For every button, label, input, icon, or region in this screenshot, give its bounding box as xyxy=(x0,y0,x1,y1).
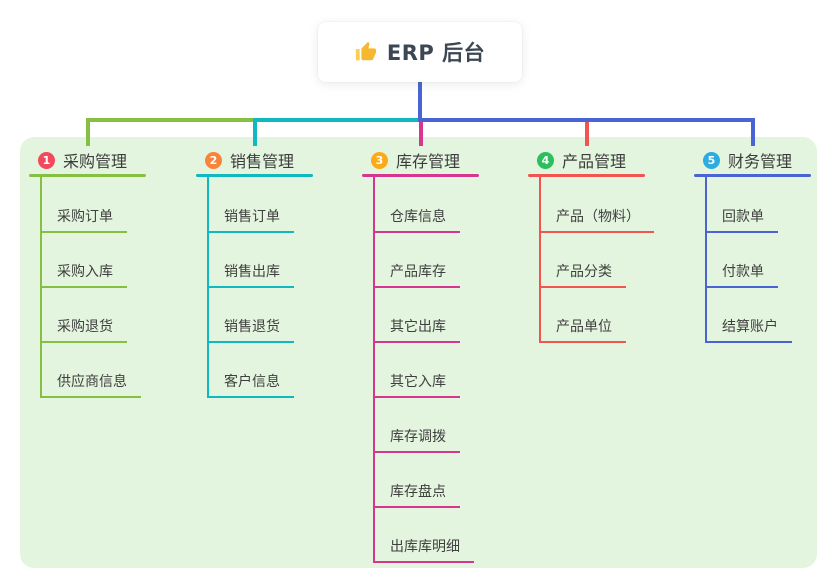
branch-label: 产品管理 xyxy=(562,152,627,171)
child-node[interactable]: 回款单 xyxy=(705,204,778,233)
child-node[interactable]: 产品库存 xyxy=(373,259,460,288)
child-node[interactable]: 产品单位 xyxy=(539,314,626,343)
child-node[interactable]: 库存调拨 xyxy=(373,424,460,453)
child-node[interactable]: 销售订单 xyxy=(207,204,294,233)
branch-badge: 5 xyxy=(703,151,720,169)
connector-drop xyxy=(584,118,589,146)
root-node-erp[interactable]: ERP 后台 xyxy=(318,22,522,82)
child-node[interactable]: 采购订单 xyxy=(40,204,127,233)
branch-label: 财务管理 xyxy=(728,152,793,171)
branch-badge: 1 xyxy=(38,151,55,169)
connector-rail-segment xyxy=(252,118,422,122)
branch-node-2[interactable]: 2 销售管理 xyxy=(205,146,294,174)
branch-underline xyxy=(196,174,313,177)
child-node[interactable]: 仓库信息 xyxy=(373,204,460,233)
children-connector-line xyxy=(705,176,707,343)
branch-underline xyxy=(362,174,479,177)
thumbs-up-icon xyxy=(355,41,377,63)
branch-underline xyxy=(528,174,645,177)
child-node[interactable]: 产品（物料） xyxy=(539,204,654,233)
branch-node-4[interactable]: 4 产品管理 xyxy=(537,146,626,174)
branch-label: 采购管理 xyxy=(63,152,128,171)
connector-rail-segment xyxy=(418,118,755,122)
branch-underline xyxy=(29,174,146,177)
child-node[interactable]: 付款单 xyxy=(705,259,778,288)
branch-label: 库存管理 xyxy=(396,152,461,171)
branch-node-1[interactable]: 1 采购管理 xyxy=(38,146,127,174)
branch-underline xyxy=(694,174,811,177)
child-node[interactable]: 销售退货 xyxy=(207,314,294,343)
branch-node-3[interactable]: 3 库存管理 xyxy=(371,146,460,174)
branch-node-5[interactable]: 5 财务管理 xyxy=(703,146,792,174)
child-node[interactable]: 销售出库 xyxy=(207,259,294,288)
child-node[interactable]: 采购入库 xyxy=(40,259,127,288)
child-node[interactable]: 结算账户 xyxy=(705,314,792,343)
child-node[interactable]: 产品分类 xyxy=(539,259,626,288)
children-connector-line xyxy=(373,176,375,563)
connector-drop xyxy=(750,118,755,146)
branch-badge: 3 xyxy=(371,151,388,169)
child-node[interactable]: 客户信息 xyxy=(207,369,294,398)
child-node[interactable]: 采购退货 xyxy=(40,314,127,343)
root-node-label: ERP 后台 xyxy=(386,41,486,65)
root-connector xyxy=(418,82,422,122)
children-connector-line xyxy=(539,176,541,343)
child-node[interactable]: 供应商信息 xyxy=(40,369,141,398)
child-node[interactable]: 其它出库 xyxy=(373,314,460,343)
child-node[interactable]: 其它入库 xyxy=(373,369,460,398)
branch-badge: 2 xyxy=(205,151,222,169)
connector-drop xyxy=(418,118,423,146)
branch-badge: 4 xyxy=(537,151,554,169)
connector-drop xyxy=(252,118,257,146)
connector-drop xyxy=(85,118,90,146)
child-node[interactable]: 出库库明细 xyxy=(373,534,474,563)
child-node[interactable]: 库存盘点 xyxy=(373,479,460,508)
branches-panel xyxy=(20,137,817,568)
branch-label: 销售管理 xyxy=(230,152,295,171)
